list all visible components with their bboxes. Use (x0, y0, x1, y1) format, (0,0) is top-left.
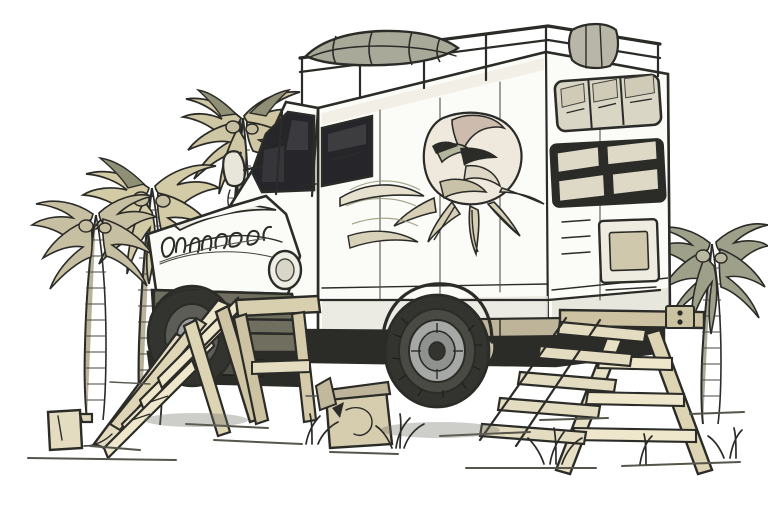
mural (339, 111, 545, 258)
grass-tuft-center (375, 413, 425, 449)
palm-right (650, 223, 768, 425)
grass-tuft-right (527, 427, 743, 465)
stepladder-front (92, 296, 264, 460)
palm-far-left (29, 194, 159, 421)
ground-shadow (27, 457, 177, 461)
side-mirror (222, 150, 264, 215)
camper-side-window (320, 114, 374, 188)
hood-script (159, 225, 273, 263)
jerry-can (46, 408, 113, 452)
rear-hatch (561, 217, 661, 291)
roof-cargo (303, 22, 620, 70)
roof-rack (298, 22, 662, 106)
hood (146, 194, 303, 296)
windshield (250, 110, 317, 196)
stepladder-rear (478, 305, 714, 476)
stone-block-center (324, 380, 394, 450)
stone-block-right (314, 376, 338, 412)
headlight (267, 249, 303, 291)
cabin-windows (549, 73, 667, 208)
ground (27, 381, 745, 469)
grass-tuft-left (305, 413, 339, 445)
rear-wheel (380, 282, 494, 409)
supports (46, 294, 714, 476)
camper-box (316, 50, 672, 342)
support-beam-front (232, 294, 322, 426)
